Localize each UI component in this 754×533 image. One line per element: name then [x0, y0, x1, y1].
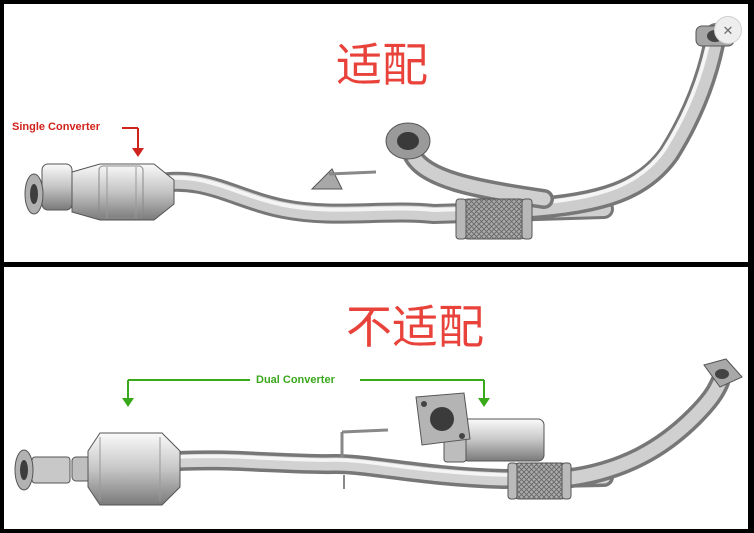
- top-flange-2: [703, 358, 743, 388]
- second-converter: [443, 418, 545, 463]
- rear-pipe-2: [554, 372, 730, 489]
- single-converter-label: Single Converter: [12, 121, 101, 133]
- inlet-flange: [24, 173, 44, 215]
- flex-pipe: [455, 198, 533, 240]
- hanger-rod: [340, 428, 389, 489]
- single-converter-exhaust-pipe-image: [24, 23, 735, 240]
- incompatible-title: 不适配: [346, 300, 484, 354]
- manifold-flange: [415, 392, 471, 446]
- compatible-title: 适配: [336, 38, 428, 92]
- dual-converter-exhaust-pipe-image: [14, 358, 743, 506]
- single-converter-arrow: [122, 127, 144, 157]
- flex-pipe-2: [507, 462, 572, 500]
- single-converter: [41, 163, 175, 221]
- close-icon[interactable]: ✕: [714, 16, 742, 44]
- dual-converter-label: Dual Converter: [256, 374, 335, 386]
- dual-converter-arrows: [122, 379, 490, 407]
- elbow-flange: [385, 122, 431, 160]
- inlet-flange-2: [14, 449, 71, 491]
- top-panel: 适配 Single Converter ✕: [4, 4, 748, 262]
- bottom-panel: 不适配 Dual Converter: [4, 267, 748, 529]
- hanger-bracket: [310, 168, 377, 190]
- first-converter: [71, 432, 181, 506]
